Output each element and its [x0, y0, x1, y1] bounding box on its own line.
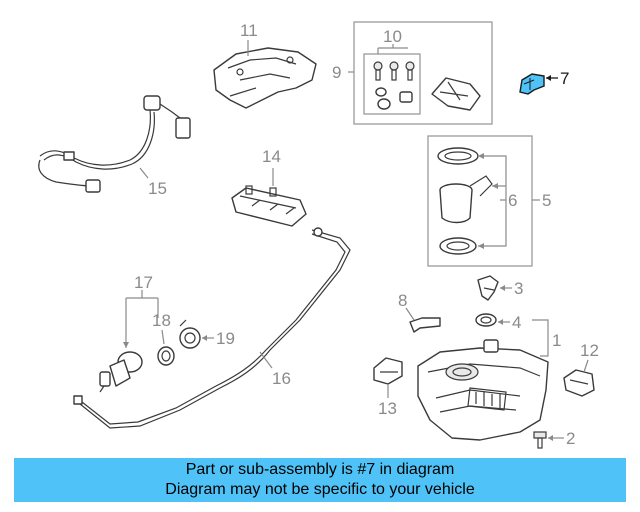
part-2-bolt — [533, 431, 547, 449]
callout-18: 18 — [152, 311, 171, 330]
banner-line-1: Part or sub-assembly is #7 in diagram — [185, 461, 455, 478]
kit-box-9 — [353, 21, 493, 125]
part-18-ring — [157, 346, 175, 366]
part-11-cover — [213, 47, 317, 109]
part-4-ring — [475, 313, 497, 327]
part-10-bolts — [373, 61, 415, 110]
part-12-sensor — [563, 369, 595, 397]
part-8-clip — [409, 317, 441, 333]
part-9-module — [431, 77, 481, 111]
part-info-banner: Part or sub-assembly is #7 in diagram Di… — [14, 458, 626, 502]
callout-19: 19 — [216, 329, 235, 348]
callout-5: 5 — [542, 191, 551, 210]
callout-3: 3 — [514, 279, 523, 298]
part-17-valve — [99, 351, 143, 393]
callout-1: 1 — [552, 331, 561, 350]
callout-14: 14 — [262, 147, 281, 166]
part-16-fuel-line — [73, 227, 351, 429]
callout-4: 4 — [512, 313, 521, 332]
part-13-connector — [373, 357, 403, 385]
part-15-harness — [38, 95, 191, 193]
part-14-bracket — [231, 185, 307, 227]
callout-6: 6 — [508, 191, 517, 210]
callout-8: 8 — [398, 291, 407, 310]
part-6-pump — [437, 147, 493, 255]
kit-box-10 — [363, 53, 421, 115]
callout-11: 11 — [240, 21, 258, 40]
pump-box-5 — [427, 135, 533, 267]
callout-12: 12 — [580, 341, 599, 360]
callout-17: 17 — [134, 273, 153, 292]
part-7-highlighted — [519, 73, 545, 95]
callout-13: 13 — [378, 399, 397, 418]
callout-10: 10 — [383, 27, 402, 46]
callout-16: 16 — [272, 369, 291, 388]
part-1-fuel-tank — [417, 339, 549, 441]
callout-7: 7 — [560, 69, 569, 88]
callout-15: 15 — [148, 179, 167, 198]
part-19-fitting — [179, 319, 201, 349]
callout-9: 9 — [332, 63, 341, 82]
banner-line-2: Diagram may not be specific to your vehi… — [165, 481, 475, 498]
callout-2: 2 — [566, 429, 575, 448]
part-3-cap — [477, 275, 499, 301]
